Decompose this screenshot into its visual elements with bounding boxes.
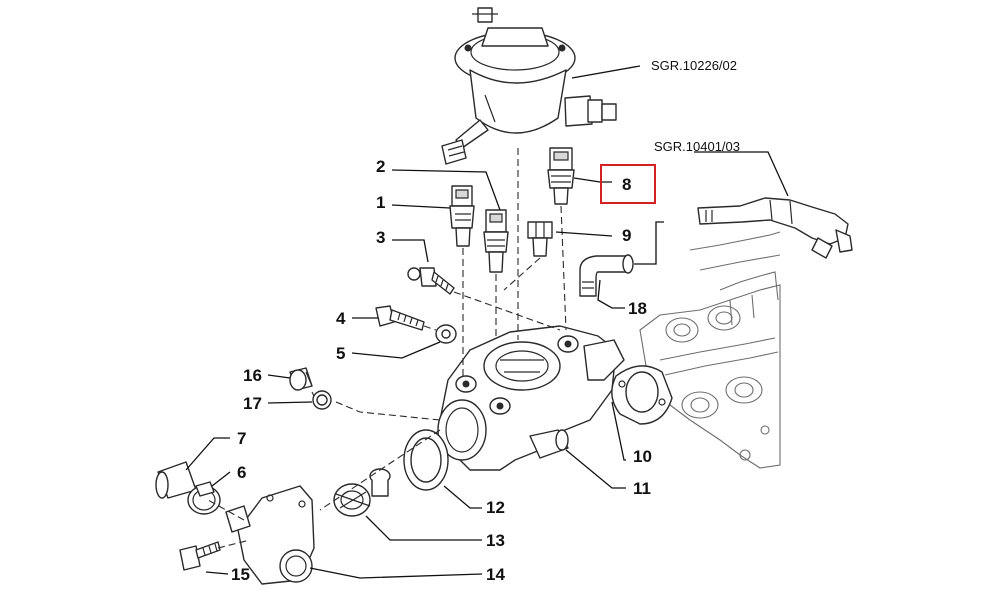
highlight-box-part-8 [600,164,656,204]
label-part-10: 10 [633,447,652,466]
screw-4 [375,305,425,331]
label-part-9: 9 [622,226,631,245]
label-part-5: 5 [336,344,345,363]
label-part-18: 18 [628,299,647,318]
coolant-hose [697,197,853,259]
gasket-10 [611,365,673,425]
label-part-3: 3 [376,228,385,247]
assembly-lines [207,148,567,549]
screw-3 [407,267,455,295]
washer-5 [435,324,457,344]
label-part-17: 17 [243,394,262,413]
label-part-13: 13 [486,531,505,550]
ref-top: SGR.10226/02 [651,58,737,73]
engine-block-outline [639,231,781,469]
label-part-2: 2 [376,157,385,176]
thermostat-body-11 [437,325,625,471]
temperature-sensor-8 [547,147,575,205]
temperature-sensor-2 [483,209,509,273]
thermostat-element-13 [333,468,391,517]
label-part-15: 15 [231,565,250,584]
plug-16 [289,367,313,391]
label-part-12: 12 [486,498,505,517]
label-part-4: 4 [336,309,346,328]
plug-bolt-9 [527,221,553,257]
leader-ref-top [571,65,641,79]
elbow-fitting-18 [579,254,634,297]
ref-right: SGR.10401/03 [654,139,740,154]
seal-ring-12 [403,429,449,491]
label-part-14: 14 [486,565,505,584]
label-part-16: 16 [243,366,262,385]
label-part-8: 8 [622,175,631,194]
upper-thermostat-housing [441,7,617,165]
label-part-7: 7 [237,429,246,448]
label-part-11: 11 [633,479,651,498]
bolt-15 [179,541,221,571]
label-part-1: 1 [376,193,385,212]
label-part-6: 6 [237,463,246,482]
seal-17 [312,390,332,410]
hose-clamp-6 [187,481,221,515]
leader-lines [185,151,789,579]
temperature-sensor-1 [449,185,475,247]
housing-cover-14 [225,485,315,585]
